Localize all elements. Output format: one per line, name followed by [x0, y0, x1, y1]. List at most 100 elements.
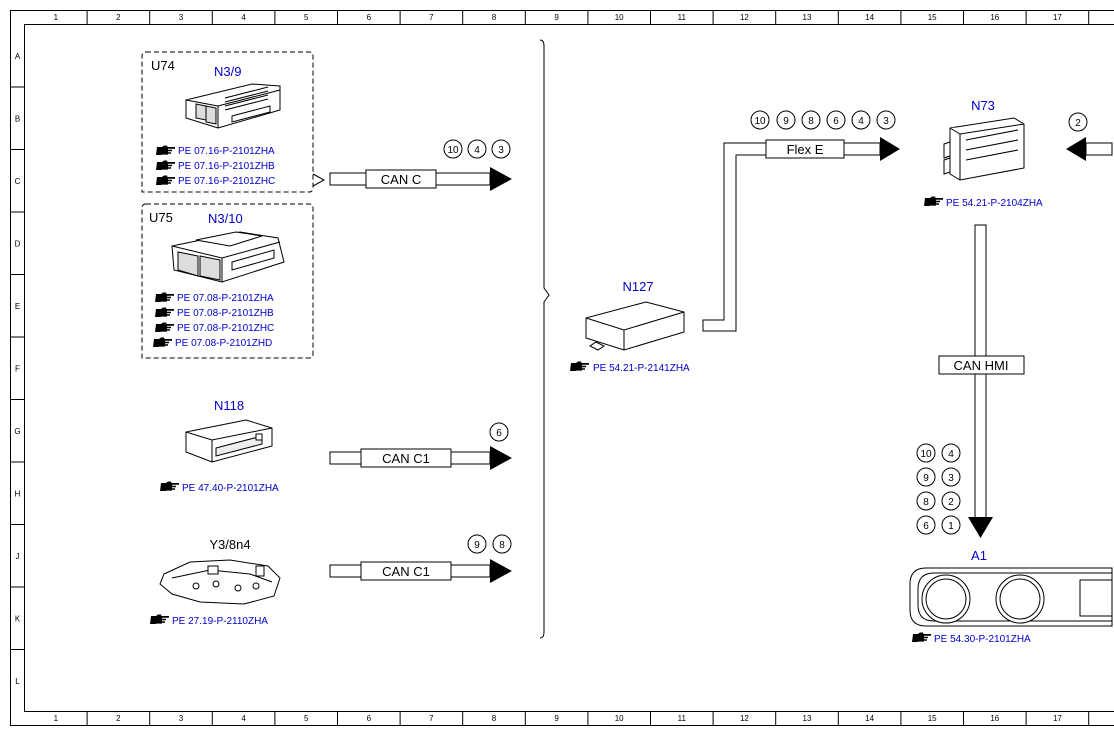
n118-ref[interactable]: PE 47.40-P-2101ZHA	[182, 483, 279, 494]
svg-text:3: 3	[498, 145, 504, 156]
ruler-col-top: 8	[492, 13, 497, 22]
n73-ref[interactable]: PE 54.21-P-2104ZHA	[946, 198, 1043, 209]
pointing-hand-icon	[912, 632, 931, 642]
ruler-col-bottom: 2	[116, 714, 121, 723]
can-hmi-node-3: 9	[916, 467, 936, 487]
u75-ref-3[interactable]: PE 07.08-P-2101ZHC	[177, 323, 274, 334]
can-c1-n118-label: CAN C1	[382, 451, 430, 466]
pointing-hand-icon	[570, 361, 589, 371]
ruler-col-top: 11	[678, 13, 687, 22]
ruler-col-bottom: 11	[678, 714, 687, 723]
instrument-cluster-a1-icon	[909, 567, 1113, 627]
pointing-hand-icon	[155, 292, 174, 302]
u75-ref-2[interactable]: PE 07.08-P-2101ZHB	[177, 308, 274, 319]
ruler-col-top: 5	[304, 13, 309, 22]
ruler-row-label: G	[14, 427, 20, 436]
n3-10-label: N3/10	[208, 211, 243, 226]
n3-9-label: N3/9	[214, 64, 241, 79]
ecu-n3-9-icon	[185, 83, 281, 129]
right-edge-node-1: 2	[1068, 112, 1088, 132]
ruler-row-label: J	[16, 552, 20, 561]
ruler-row-label: B	[15, 114, 20, 123]
ruler-col-bottom: 10	[615, 714, 624, 723]
can-c-bus: CAN C 10 4 3	[329, 139, 512, 191]
svg-text:6: 6	[833, 116, 839, 127]
y3-8n4-label: Y3/8n4	[209, 537, 250, 552]
ruler-row-label: H	[15, 489, 21, 498]
n73-component: N73 PE 54.21-P-2104ZHA	[924, 98, 1043, 209]
u75-group: U75 N3/10 PE 07.08-P-2101ZHA PE 07.08-P-…	[141, 203, 314, 359]
pointing-hand-icon	[160, 481, 179, 491]
can-hmi-node-2: 4	[941, 443, 961, 463]
u75-ref-1[interactable]: PE 07.08-P-2101ZHA	[177, 293, 274, 304]
u74-refs: PE 07.16-P-2101ZHA PE 07.16-P-2101ZHB PE…	[156, 145, 275, 187]
svg-text:2: 2	[1075, 118, 1081, 129]
n127-component: N127 PE 54.21-P-2141ZHA	[570, 279, 690, 374]
flex-e-node-3: 8	[801, 110, 821, 130]
can-hmi-node-8: 1	[941, 515, 961, 535]
pointing-hand-icon	[153, 337, 172, 347]
ruler-col-bottom: 17	[1053, 714, 1062, 723]
flex-e-node-4: 6	[826, 110, 846, 130]
ruler-col-top: 9	[554, 13, 559, 22]
can-c-node-2: 4	[467, 139, 487, 159]
a1-label: A1	[971, 548, 987, 563]
ruler-row-label: C	[15, 177, 21, 186]
flex-e-node-2: 9	[776, 110, 796, 130]
n127-ref[interactable]: PE 54.21-P-2141ZHA	[593, 363, 690, 374]
ruler-col-bottom: 15	[928, 714, 937, 723]
svg-text:4: 4	[474, 145, 480, 156]
ruler-row-label: F	[15, 364, 20, 373]
pointing-hand-icon	[156, 160, 175, 170]
n127-label: N127	[622, 279, 653, 294]
svg-text:8: 8	[499, 540, 505, 551]
u75-ref-4[interactable]: PE 07.08-P-2101ZHD	[175, 338, 272, 349]
can-c-node-3: 3	[491, 139, 511, 159]
can-hmi-bus: CAN HMI 10 4 9 3 8 2 6 1	[916, 224, 1025, 538]
ruler-row-label: L	[15, 677, 20, 686]
can-c-label: CAN C	[381, 172, 421, 187]
svg-text:10: 10	[447, 145, 459, 156]
flex-e-node-5: 4	[851, 110, 871, 130]
ruler-row-label: K	[15, 614, 21, 623]
ruler-col-top: 15	[928, 13, 937, 22]
n118-label: N118	[214, 398, 244, 413]
u75-group-label: U75	[149, 210, 173, 225]
flex-e-label: Flex E	[787, 142, 824, 157]
a1-ref[interactable]: PE 54.30-P-2101ZHA	[934, 634, 1031, 645]
ruler-col-bottom: 1	[54, 714, 59, 723]
ruler-col-bottom: 6	[367, 714, 372, 723]
u74-ref-2[interactable]: PE 07.16-P-2101ZHB	[178, 161, 275, 172]
ruler-col-bottom: 13	[803, 714, 812, 723]
flex-e-bus: Flex E 10 9 8 6 4 3	[702, 110, 900, 332]
u75-refs: PE 07.08-P-2101ZHA PE 07.08-P-2101ZHB PE…	[153, 292, 274, 349]
y3-8n4-component: Y3/8n4 PE 27.19-P-2110ZHA	[150, 537, 281, 627]
ruler-col-top: 12	[740, 13, 749, 22]
pointing-hand-icon	[156, 175, 175, 185]
can-hmi-node-1: 10	[916, 443, 936, 463]
svg-text:4: 4	[858, 116, 864, 127]
valve-body-y3-8n4-icon	[159, 559, 281, 605]
svg-text:9: 9	[923, 473, 929, 484]
ruler-col-bottom: 12	[740, 714, 749, 723]
can-c1-y38-node-2: 8	[492, 534, 512, 554]
ruler-row-label: A	[15, 52, 21, 61]
can-hmi-node-4: 3	[941, 467, 961, 487]
pointing-hand-icon	[155, 322, 174, 332]
module-n118-icon	[185, 419, 273, 463]
svg-text:9: 9	[783, 116, 789, 127]
can-hmi-label: CAN HMI	[954, 358, 1009, 373]
pointing-hand-icon	[150, 614, 169, 624]
svg-text:10: 10	[920, 449, 932, 460]
module-n73-icon	[943, 117, 1025, 181]
small-brace	[312, 173, 326, 187]
y3-8n4-ref[interactable]: PE 27.19-P-2110ZHA	[172, 616, 268, 627]
can-hmi-node-7: 6	[916, 515, 936, 535]
svg-text:8: 8	[923, 497, 929, 508]
pointing-hand-icon	[156, 145, 175, 155]
u74-ref-3[interactable]: PE 07.16-P-2101ZHC	[178, 176, 275, 187]
ecu-n3-10-icon	[171, 231, 285, 283]
u74-group-label: U74	[151, 58, 175, 73]
u74-ref-1[interactable]: PE 07.16-P-2101ZHA	[178, 146, 275, 157]
